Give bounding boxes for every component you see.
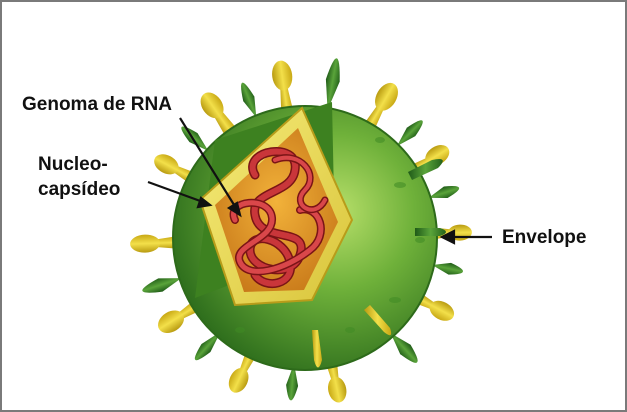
envelope-label: Envelope [502,227,586,248]
genome-label: Genoma de RNA [22,94,172,115]
nucleocapsid-label-line2: capsídeo [38,179,120,200]
nucleocapsid-label-line1: Nucleo- [38,154,108,175]
